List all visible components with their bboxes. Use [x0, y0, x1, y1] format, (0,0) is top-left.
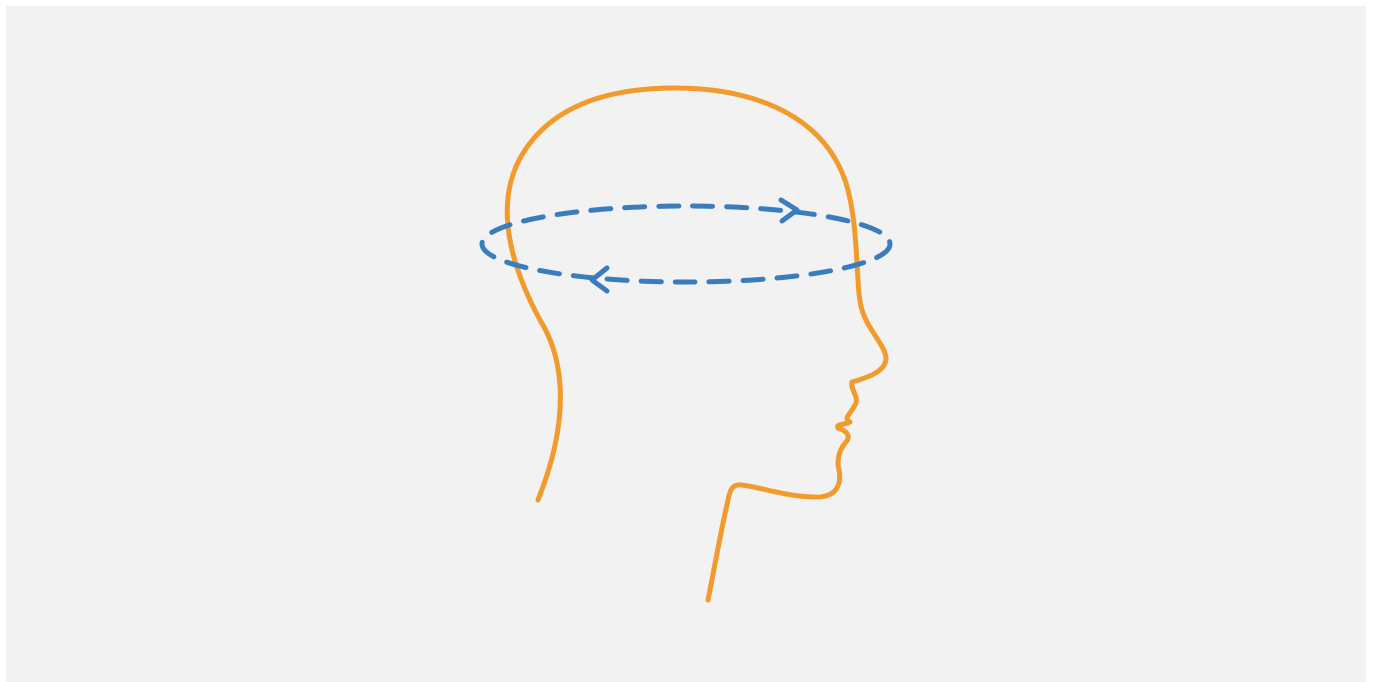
arrow-right-icon [781, 200, 797, 221]
dashed-loop-icon [482, 206, 890, 282]
head-profile-icon [507, 88, 886, 600]
